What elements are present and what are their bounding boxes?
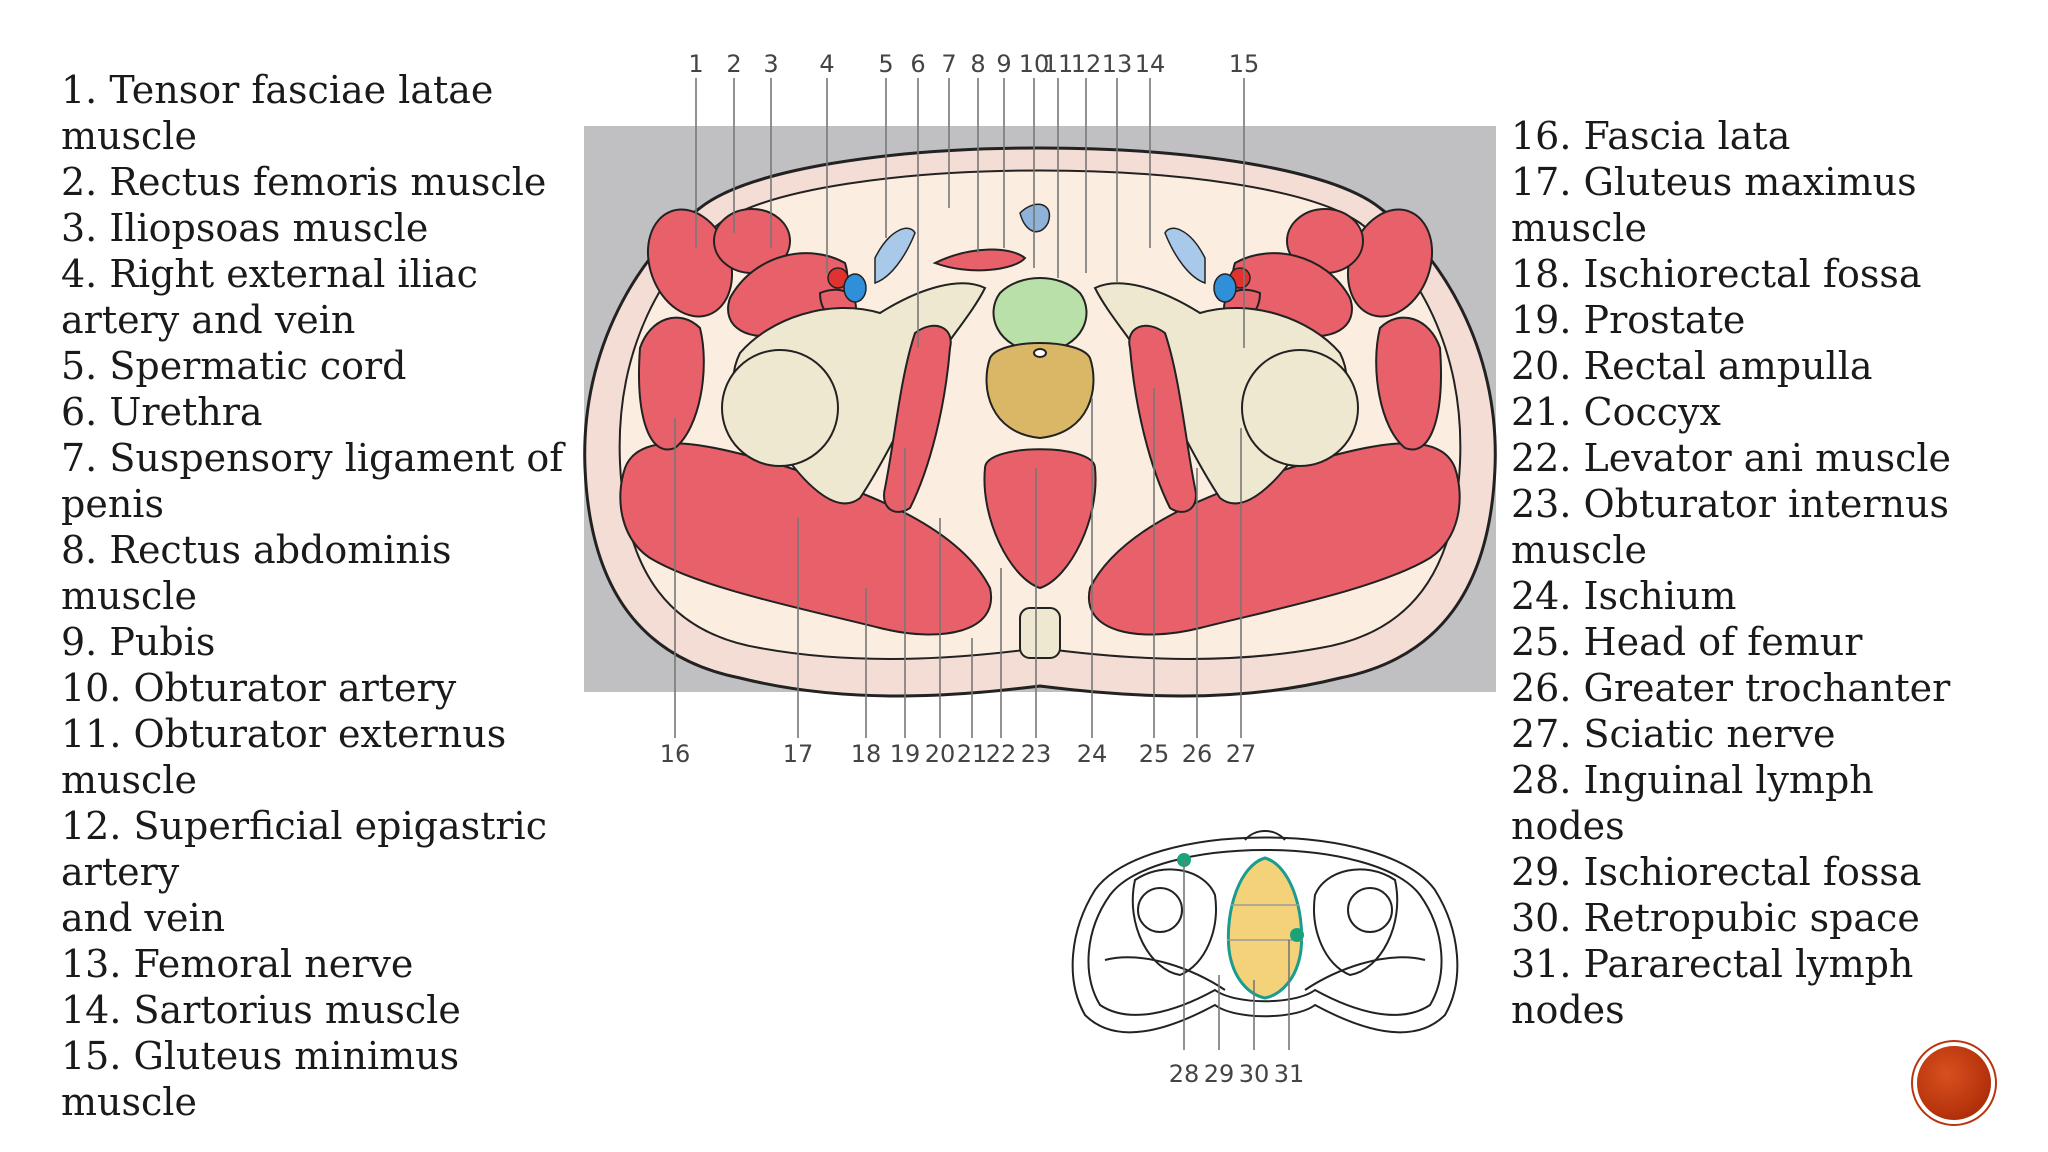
label-2: 2 [726,50,741,78]
label-26: 26 [1182,740,1213,768]
spermatic-cord-left [874,227,916,285]
legend-item: 19. Prostate [1511,298,1746,342]
label-22: 22 [986,740,1017,768]
legend-item: 8. Rectus abdominis muscle [61,528,452,618]
mini-leader-lines [1183,860,1290,1050]
legend-item: 1. Tensor fasciae latae muscle [61,68,494,158]
legend-item: 30. Retropubic space [1511,896,1920,940]
left-legend-list: 1. Tensor fasciae latae muscle 2. Rectus… [61,67,581,1125]
label-14: 14 [1135,50,1166,78]
top-number-labels: 1 2 3 4 5 6 7 8 9 10 11 12 13 14 15 [688,50,1259,78]
label-23: 23 [1021,740,1052,768]
legend-item: 21. Coccyx [1511,390,1721,434]
lymph-node-schematic: 28 29 30 31 [1071,830,1459,1088]
label-12: 12 [1071,50,1102,78]
legend-item: 7. Suspensory ligament of penis [61,436,564,526]
label-15: 15 [1229,50,1260,78]
legend-item: 14. Sartorius muscle [61,988,461,1032]
legend-item: 6. Urethra [61,390,263,434]
label-5: 5 [878,50,893,78]
right-legend-list: 16. Fascia lata 17. Gluteus maximus musc… [1511,113,2031,1033]
label-13: 13 [1102,50,1133,78]
legend-item: 23. Obturator internus muscle [1511,482,1949,572]
label-17: 17 [783,740,814,768]
mini-outline [1071,830,1459,1034]
legend-item: 18. Ischiorectal fossa [1511,252,1922,296]
label-16: 16 [660,740,691,768]
legend-item: 27. Sciatic nerve [1511,712,1836,756]
vessels [827,203,1251,303]
legend-item: 24. Ischium [1511,574,1737,618]
label-9: 9 [996,50,1011,78]
legend-item: 28. Inguinal lymph nodes [1511,758,1874,848]
legend-item: 4. Right external iliac artery and vein [61,252,478,342]
label-24: 24 [1077,740,1108,768]
spermatic-cord-right [1164,227,1206,285]
label-25: 25 [1139,740,1170,768]
label-4: 4 [819,50,834,78]
label-3: 3 [763,50,778,78]
label-28: 28 [1169,1060,1200,1088]
label-27: 27 [1226,740,1257,768]
label-19: 19 [890,740,921,768]
slide-badge-circle [1917,1046,1991,1120]
label-11: 11 [1043,50,1074,78]
pelvis-cross-section-figure: 1 2 3 4 5 6 7 8 9 10 11 12 13 14 15 16 1… [583,50,1497,768]
pelvic-organs [983,277,1097,590]
prostate-shape [985,342,1095,440]
label-1: 1 [688,50,703,78]
label-29: 29 [1204,1060,1235,1088]
rectal-ampulla-shape [983,448,1097,590]
legend-item: 26. Greater trochanter [1511,666,1951,710]
legend-item: 9. Pubis [61,620,216,664]
legend-item: 29. Ischiorectal fossa [1511,850,1922,894]
label-18: 18 [851,740,882,768]
legend-item: 15. Gluteus minimus muscle [61,1034,460,1124]
obturator-internus-muscles [883,324,1197,513]
legend-item: 2. Rectus femoris muscle [61,160,547,204]
legend-item: 22. Levator ani muscle [1511,436,1952,480]
mini-rectum [1226,856,1304,1000]
label-31: 31 [1274,1060,1305,1088]
legend-item: 16. Fascia lata [1511,114,1791,158]
label-7: 7 [941,50,956,78]
legend-item: 17. Gluteus maximus muscle [1511,160,1917,250]
label-21: 21 [957,740,988,768]
leader-lines [674,78,1245,738]
bottom-number-labels: 16 17 18 19 20 21 22 23 24 25 26 27 [660,740,1257,768]
gluteus-maximus-muscles [619,442,1461,636]
legend-item: 10. Obturator artery [61,666,457,710]
legend-item: 20. Rectal ampulla [1511,344,1873,388]
legend-item: 25. Head of femur [1511,620,1863,664]
legend-item: 5. Spermatic cord [61,344,407,388]
legend-item: 3. Iliopsoas muscle [61,206,429,250]
legend-item: 12. Superficial epigastric artery and ve… [61,804,547,940]
pararectal-lymph-node-dot [1290,928,1304,942]
legend-item: 13. Femoral nerve [61,942,414,986]
label-30: 30 [1239,1060,1270,1088]
legend-item: 11. Obturator externus muscle [61,712,507,802]
label-8: 8 [970,50,985,78]
label-10: 10 [1019,50,1050,78]
bladder-shape [992,277,1088,355]
legend-item: 31. Pararectal lymph nodes [1511,942,1914,1032]
label-6: 6 [910,50,925,78]
label-20: 20 [925,740,956,768]
